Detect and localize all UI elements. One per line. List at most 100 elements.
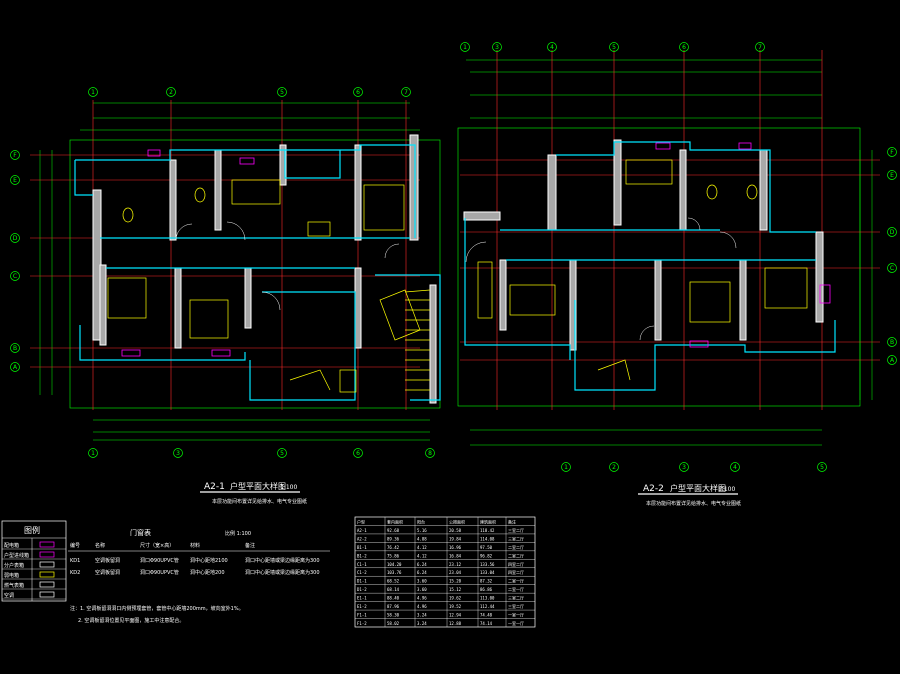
area-cell: 三室二厅	[508, 595, 524, 601]
axis-label: 5	[612, 44, 616, 51]
area-cell: 133.04	[480, 570, 495, 575]
axis-bubble-left: A	[10, 362, 20, 372]
area-cell: A2-1	[357, 528, 367, 533]
area-cell: 23.12	[449, 562, 462, 567]
area-cell: 68.14	[387, 587, 400, 592]
area-cell: 96.82	[480, 553, 493, 558]
area-cell: 4.96	[417, 596, 427, 601]
area-cell: F1-2	[357, 621, 367, 626]
plan-title-text: 户型平面大样图	[230, 481, 286, 491]
axis-bubble-bottom: 4	[730, 462, 740, 472]
axis-bubble-top: 7	[401, 87, 411, 97]
area-cell: 4.12	[417, 545, 427, 550]
area-cell: 112.44	[480, 604, 495, 609]
furniture-right	[477, 159, 808, 381]
schedule-cell: 空调板留洞	[95, 557, 120, 564]
bed-icon	[189, 299, 229, 339]
electrical-box-icon	[738, 142, 752, 150]
legend-row: 弱电箱	[2, 571, 66, 580]
area-cell: 113.00	[480, 596, 495, 601]
axis-bubble-left: B	[10, 343, 20, 353]
area-cell: 20.58	[449, 528, 462, 533]
electrical-box-icon	[211, 349, 231, 357]
axis-label: 2	[169, 89, 173, 96]
axis-bubble-right: F	[887, 147, 897, 157]
legend-row: 配电箱	[2, 541, 66, 550]
axis-label: E	[890, 172, 894, 179]
area-cell: 133.56	[480, 562, 495, 567]
legend-row: 分户表箱	[2, 561, 66, 570]
area-cell: 89.36	[387, 536, 400, 541]
area-cell: 4.88	[417, 536, 427, 541]
area-cell: 二室一厅	[508, 586, 524, 592]
legend-symbol-icon	[39, 571, 55, 578]
legend-symbol-icon	[39, 561, 55, 568]
schedule-scale: 比例 1:100	[225, 530, 251, 537]
area-cell: 68.52	[387, 579, 400, 584]
schedule-title: 门窗表	[130, 528, 151, 537]
area-cell: 一室一厅	[508, 612, 524, 618]
toilet-icon	[122, 207, 134, 223]
axis-label: A	[890, 357, 895, 364]
area-cell: 二室一厅	[508, 578, 524, 584]
electrical-box-icon	[121, 349, 141, 357]
area-cell: 6.24	[417, 570, 427, 575]
axis-bubble-top: 4	[547, 42, 557, 52]
area-cell: 19.84	[449, 536, 462, 541]
area-cell: 二室二厅	[508, 552, 524, 558]
area-cell: E1-1	[357, 596, 367, 601]
axis-bubble-right: B	[887, 337, 897, 347]
walls-right	[463, 139, 824, 351]
axis-bubble-left: C	[10, 271, 20, 281]
axis-bubble-top: 5	[277, 87, 287, 97]
bed-icon	[689, 281, 731, 323]
legend-symbol-icon	[39, 551, 55, 558]
area-cell: 104.20	[387, 562, 402, 567]
area-cell: 6.24	[417, 562, 427, 567]
axis-bubble-left: D	[10, 233, 20, 243]
axis-bubble-top: 1	[88, 87, 98, 97]
axis-label: 5	[820, 464, 824, 471]
area-cell: 三室二厅	[508, 603, 524, 609]
schedule-cell: 洞口Φ90UPVC管	[140, 557, 179, 564]
bed-icon	[764, 267, 808, 309]
area-cell: E1-2	[357, 604, 367, 609]
legend-title: 图例	[24, 525, 40, 535]
legend-row: 户型进线箱	[2, 551, 66, 560]
axis-bubble-left: E	[10, 175, 20, 185]
legend-label: 燃气表箱	[4, 582, 24, 589]
plan-title-code: A2-2	[643, 484, 664, 494]
area-cell: 74.14	[480, 621, 493, 626]
electrical-box-icon	[239, 157, 255, 165]
area-cell: 12.94	[449, 613, 462, 618]
axis-bubble-top: 1	[460, 42, 470, 52]
schedule-cell: 洞口Φ90UPVC管	[140, 569, 179, 576]
area-cell: B1-1	[357, 545, 367, 550]
electrical-box-icon	[689, 340, 709, 348]
axis-label: 4	[733, 464, 737, 471]
legend-symbol-icon	[39, 591, 55, 598]
area-cell: A2-2	[357, 536, 367, 541]
inner-contour-left	[74, 144, 441, 401]
electrical-box-icon	[147, 149, 161, 157]
area-cell: C1-1	[357, 562, 367, 567]
area-cell: 88.40	[387, 596, 400, 601]
schedule-cell: 洞中心距地200	[190, 569, 225, 576]
area-cell: C1-2	[357, 570, 367, 575]
axis-bubble-top: 3	[492, 42, 502, 52]
toilet-icon	[194, 187, 206, 203]
area-cell: 12.88	[449, 621, 462, 626]
axis-label: 8	[428, 450, 432, 457]
schedule-cell: 空调板留洞	[95, 569, 120, 576]
axis-label: 7	[758, 44, 762, 51]
axis-label: 2	[612, 464, 616, 471]
schedule-note-2: 2. 空调板留洞位置见平面图，施工中注意配合。	[78, 617, 184, 624]
